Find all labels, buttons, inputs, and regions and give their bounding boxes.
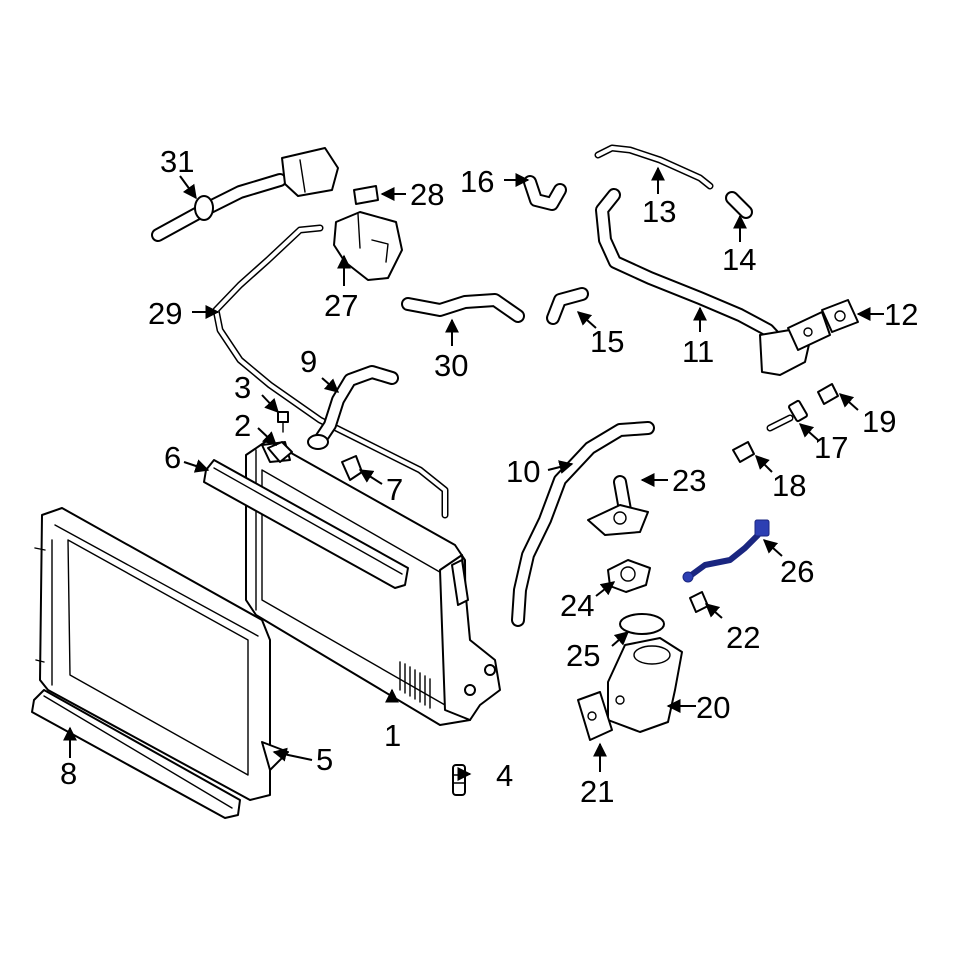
callout-4: 4 <box>496 758 513 793</box>
part-11-pipe[interactable] <box>595 188 831 376</box>
part-23-housing[interactable] <box>587 475 649 536</box>
part-8-deflector[interactable] <box>31 689 241 819</box>
part-30-hose[interactable] <box>401 293 525 323</box>
part-20-housing[interactable] <box>607 637 683 733</box>
callout-5: 5 <box>316 742 333 777</box>
callout-18: 18 <box>772 468 806 503</box>
callout-22: 22 <box>726 620 760 655</box>
callout-20: 20 <box>696 690 730 725</box>
callout-19: 19 <box>862 404 896 439</box>
callout-12: 12 <box>884 297 918 332</box>
part-16-hose[interactable] <box>523 175 567 211</box>
callout-25: 25 <box>566 638 600 673</box>
part-9-hose[interactable] <box>307 365 399 450</box>
callout-26: 26 <box>780 554 814 589</box>
part-4-sensor[interactable] <box>452 764 466 796</box>
callout-27: 27 <box>324 288 358 323</box>
part-17-sensor[interactable] <box>766 399 808 432</box>
part-15-elbow[interactable] <box>546 287 589 325</box>
part-27-tank[interactable] <box>333 211 403 281</box>
callout-9: 9 <box>300 344 317 379</box>
part-31-connector[interactable] <box>151 147 339 242</box>
part-28-cap[interactable] <box>353 185 379 205</box>
part-24-thermostat[interactable] <box>607 559 651 593</box>
part-29-hose[interactable] <box>212 224 449 519</box>
callout-30: 30 <box>434 348 468 383</box>
part-5-condenser[interactable] <box>34 507 289 801</box>
callout-1: 1 <box>384 718 401 753</box>
part-21-gasket[interactable] <box>577 691 613 741</box>
part-18-sensor[interactable] <box>732 441 755 463</box>
callout-10: 10 <box>506 454 540 489</box>
callout-23: 23 <box>672 463 706 498</box>
callout-8: 8 <box>60 756 77 791</box>
callout-17: 17 <box>814 430 848 465</box>
callout-29: 29 <box>148 296 182 331</box>
part-7-clip[interactable] <box>341 455 363 481</box>
part-26-sensor-harness[interactable] <box>682 519 770 583</box>
callout-6: 6 <box>164 440 181 475</box>
callout-14: 14 <box>722 242 756 277</box>
part-25-oring[interactable] <box>619 613 665 635</box>
part-1-radiator[interactable] <box>245 439 501 726</box>
part-14-tube[interactable] <box>725 191 753 219</box>
part-2-mount[interactable] <box>267 441 293 463</box>
callout-3: 3 <box>234 370 251 405</box>
callout-16: 16 <box>460 164 494 199</box>
part-12-gasket[interactable] <box>821 299 859 333</box>
part-6-strip[interactable] <box>203 459 409 589</box>
leader-lines <box>63 166 884 781</box>
callout-7: 7 <box>386 472 403 507</box>
part-19-sensor[interactable] <box>817 383 839 405</box>
callout-21: 21 <box>580 774 614 809</box>
part-13-pipe[interactable] <box>594 144 714 190</box>
callout-13: 13 <box>642 194 676 229</box>
callout-labels: 1 2 3 4 5 6 7 8 9 10 11 12 13 14 15 16 1… <box>60 144 918 809</box>
callout-15: 15 <box>590 324 624 359</box>
callout-28: 28 <box>410 177 444 212</box>
callout-2: 2 <box>234 408 251 443</box>
callout-24: 24 <box>560 588 594 623</box>
callout-11: 11 <box>682 334 714 369</box>
part-10-hose[interactable] <box>511 421 655 627</box>
callout-31: 31 <box>160 144 194 179</box>
part-3-bolt[interactable] <box>277 411 289 433</box>
part-22-sensor[interactable] <box>689 591 709 613</box>
